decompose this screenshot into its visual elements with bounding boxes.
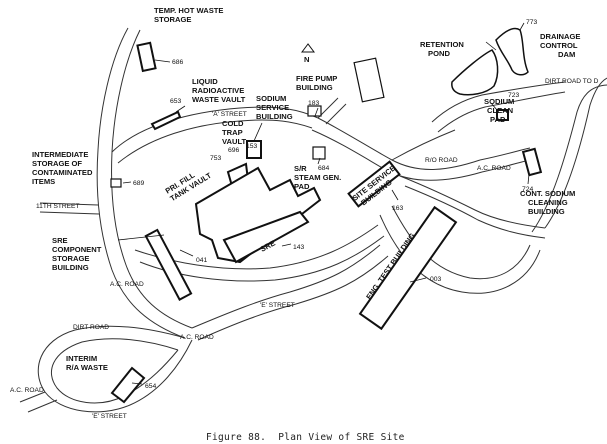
drainage-control-dam [495, 27, 529, 76]
sr-steam-label: S/R STEAM GEN. PAD [294, 164, 343, 191]
ac-road-east-label: A.C. ROAD [477, 165, 511, 172]
e-street-2-label: 'E' STREET [92, 413, 127, 420]
drainage-dam-label: DRAINAGE CONTROL DAM [540, 32, 583, 59]
cold-trap-label: COLD TRAP VAULT [222, 119, 247, 146]
dirt-road-label: DIRT ROAD [73, 324, 109, 331]
building-number-041: 041 [196, 257, 208, 264]
liquid-vault-label: LIQUID RADIOACTIVE WASTE VAULT [192, 77, 246, 104]
interim-ra-waste-building [110, 366, 146, 404]
retention-pond [451, 49, 499, 96]
building-number-689: 689 [133, 180, 145, 187]
intermediate-storage-label: INTERMEDIATE STORAGE OF CONTAMINATED ITE… [32, 150, 95, 186]
temp-storage-label: TEMP. HOT WASTE STORAGE [154, 6, 226, 24]
north-arrow: N [301, 43, 315, 64]
ac-road-1-label: A.C. ROAD [110, 281, 144, 288]
building-number-724: 724 [522, 186, 534, 193]
sr-steam-gen-pad [312, 146, 326, 160]
intermediate-storage-building [110, 178, 122, 188]
sre-reactor-building [222, 210, 310, 264]
building-number-686: 686 [172, 59, 184, 66]
building-number-696: 696 [228, 147, 240, 154]
sodium-service-label: SODIUM SERVICE BUILDING [256, 94, 293, 121]
site-service-building [347, 160, 401, 208]
dirt-road-d-label: DIRT ROAD TO D [545, 78, 599, 85]
ac-road-2-label: A.C. ROAD [180, 334, 214, 341]
building-number-143: 143 [293, 244, 305, 251]
structures [110, 41, 543, 404]
eleventh-street-label: 11TH STREET [36, 203, 79, 210]
sre-component-storage-building [144, 228, 193, 301]
fire-pump-building [353, 57, 385, 103]
ro-road-label: R/O ROAD [425, 157, 458, 164]
building-number-753: 753 [210, 155, 222, 162]
e-street-1-label: 'E' STREET [260, 302, 295, 309]
building-number-773: 773 [526, 19, 538, 26]
fire-pump-label: FIRE PUMP BUILDING [296, 74, 339, 92]
building-number-183: 183 [308, 100, 320, 107]
road-network [19, 27, 607, 413]
sre-component-label: SRE COMPONENT STORAGE BUILDING [52, 236, 103, 272]
sodium-clean-pad [496, 109, 509, 121]
sodium-clean-pad-label: SODIUM CLEAN PAD [484, 97, 517, 124]
liquid-radioactive-waste-vault [150, 110, 182, 131]
building-number-723: 723 [508, 92, 520, 99]
north-label: N [304, 55, 309, 64]
building-number-153: 153 [246, 143, 258, 150]
temp-hot-waste-storage-building [136, 41, 157, 73]
cont-sodium-label: CONT. SODIUM CLEANING BUILDING [520, 189, 577, 216]
ac-road-3-label: A.C. ROAD [10, 387, 44, 394]
leader-lines [117, 22, 530, 385]
figure-caption: Figure 88. Plan View of SRE Site [206, 432, 405, 443]
building-number-653: 653 [170, 98, 182, 105]
building-number-003: 003 [430, 276, 442, 283]
a-street-label: 'A' STREET [212, 111, 247, 118]
building-number-684: 684 [318, 165, 330, 172]
interim-label: INTERIM R/A WASTE [66, 354, 108, 372]
eng-test-building [358, 205, 458, 331]
building-number-654: 654 [145, 383, 157, 390]
retention-pond-label: RETENTION POND [420, 40, 466, 58]
cont-sodium-cleaning-building [521, 147, 543, 177]
building-number-163: 163 [392, 205, 404, 212]
fire-pump-structure-183 [307, 105, 322, 117]
